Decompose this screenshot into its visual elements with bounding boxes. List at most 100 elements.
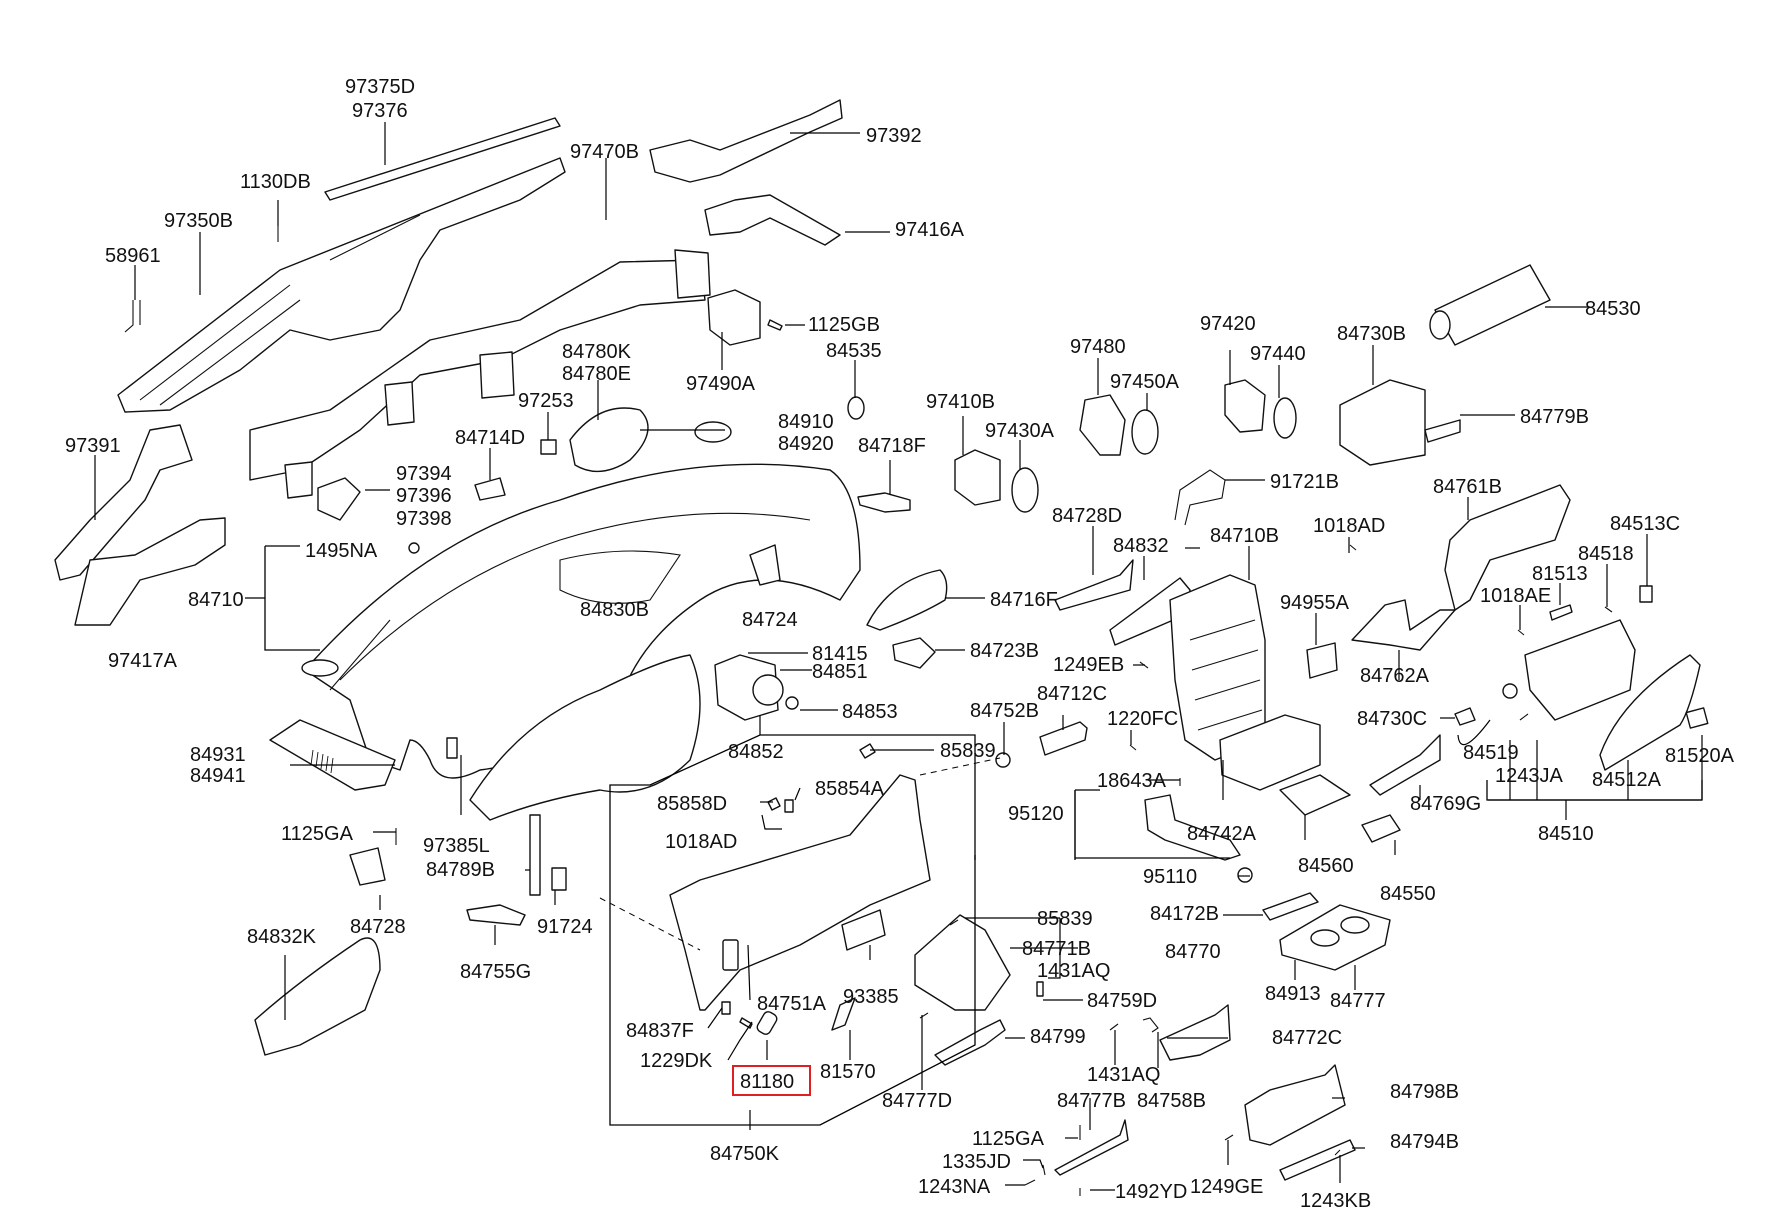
label-1335JD[interactable]: 1335JD <box>942 1151 1011 1173</box>
label-97398[interactable]: 97398 <box>396 508 452 530</box>
label-84832K[interactable]: 84832K <box>247 926 317 948</box>
label-1249EB[interactable]: 1249EB <box>1053 654 1124 676</box>
label-1243NA[interactable]: 1243NA <box>918 1176 991 1198</box>
label-97450A[interactable]: 97450A <box>1110 371 1180 393</box>
label-84799[interactable]: 84799 <box>1030 1026 1086 1048</box>
label-1018AE[interactable]: 1018AE <box>1480 585 1551 607</box>
label-97253[interactable]: 97253 <box>518 390 574 412</box>
label-84512A[interactable]: 84512A <box>1592 769 1662 791</box>
label-97376[interactable]: 97376 <box>352 100 408 122</box>
label-81520A[interactable]: 81520A <box>1665 745 1735 767</box>
label-91724[interactable]: 91724 <box>537 916 593 938</box>
label-95120[interactable]: 95120 <box>1008 803 1064 825</box>
label-84712C[interactable]: 84712C <box>1037 683 1107 705</box>
label-84780E[interactable]: 84780E <box>562 363 631 385</box>
label-84798B[interactable]: 84798B <box>1390 1081 1459 1103</box>
label-84913[interactable]: 84913 <box>1265 983 1321 1005</box>
label-84752B[interactable]: 84752B <box>970 700 1039 722</box>
label-84772C[interactable]: 84772C <box>1272 1027 1342 1049</box>
label-93385[interactable]: 93385 <box>843 986 899 1008</box>
label-1125GA-lower[interactable]: 1125GA <box>972 1128 1045 1150</box>
label-84769G[interactable]: 84769G <box>1410 793 1481 815</box>
label-1249GE[interactable]: 1249GE <box>1190 1176 1263 1198</box>
label-84910[interactable]: 84910 <box>778 411 834 433</box>
label-84742A[interactable]: 84742A <box>1187 823 1257 845</box>
label-18643A[interactable]: 18643A <box>1097 770 1167 792</box>
label-81513[interactable]: 81513 <box>1532 563 1588 585</box>
label-84759D[interactable]: 84759D <box>1087 990 1157 1012</box>
label-97391[interactable]: 97391 <box>65 435 121 457</box>
label-84777B[interactable]: 84777B <box>1057 1090 1126 1112</box>
label-1130DB[interactable]: 1130DB <box>240 171 311 193</box>
label-97470B[interactable]: 97470B <box>570 141 639 163</box>
label-84780K[interactable]: 84780K <box>562 341 632 363</box>
label-81570[interactable]: 81570 <box>820 1061 876 1083</box>
label-1431AQ-lower[interactable]: 1431AQ <box>1087 1064 1160 1086</box>
label-81415[interactable]: 81415 <box>812 643 868 665</box>
label-84718F[interactable]: 84718F <box>858 435 926 457</box>
label-84716F[interactable]: 84716F <box>990 589 1058 611</box>
label-84518[interactable]: 84518 <box>1578 543 1634 565</box>
label-94955A[interactable]: 94955A <box>1280 592 1350 614</box>
label-85854A[interactable]: 85854A <box>815 778 885 800</box>
label-84761B[interactable]: 84761B <box>1433 476 1502 498</box>
label-84513C[interactable]: 84513C <box>1610 513 1680 535</box>
label-84172B[interactable]: 84172B <box>1150 903 1219 925</box>
label-81180[interactable]: 81180 <box>740 1071 794 1093</box>
label-84755G[interactable]: 84755G <box>460 961 531 983</box>
label-1243JA[interactable]: 1243JA <box>1495 765 1563 787</box>
label-1018AD-top[interactable]: 1018AD <box>1313 515 1385 537</box>
label-84550[interactable]: 84550 <box>1380 883 1436 905</box>
label-84777[interactable]: 84777 <box>1330 990 1386 1012</box>
label-58961[interactable]: 58961 <box>105 245 161 267</box>
label-84771B[interactable]: 84771B <box>1022 938 1091 960</box>
label-84830B[interactable]: 84830B <box>580 599 649 621</box>
label-1229DK[interactable]: 1229DK <box>640 1050 713 1072</box>
label-85839-top[interactable]: 85839 <box>940 740 996 762</box>
label-84758B[interactable]: 84758B <box>1137 1090 1206 1112</box>
label-84751A[interactable]: 84751A <box>757 993 827 1015</box>
label-84794B[interactable]: 84794B <box>1390 1131 1459 1153</box>
label-84770[interactable]: 84770 <box>1165 941 1221 963</box>
label-97392[interactable]: 97392 <box>866 125 922 147</box>
label-97385L[interactable]: 97385L <box>423 835 490 857</box>
label-97350B[interactable]: 97350B <box>164 210 233 232</box>
label-84730B[interactable]: 84730B <box>1337 323 1406 345</box>
label-97420[interactable]: 97420 <box>1200 313 1256 335</box>
label-84724[interactable]: 84724 <box>742 609 798 631</box>
label-97440[interactable]: 97440 <box>1250 343 1306 365</box>
label-84530[interactable]: 84530 <box>1585 298 1641 320</box>
label-84852[interactable]: 84852 <box>728 741 784 763</box>
label-97375D[interactable]: 97375D <box>345 76 415 98</box>
label-84519[interactable]: 84519 <box>1463 742 1519 764</box>
label-85839-lower[interactable]: 85839 <box>1037 908 1093 930</box>
label-84853[interactable]: 84853 <box>842 701 898 723</box>
label-97417A[interactable]: 97417A <box>108 650 178 672</box>
label-84941[interactable]: 84941 <box>190 765 246 787</box>
label-84920[interactable]: 84920 <box>778 433 834 455</box>
label-84714D[interactable]: 84714D <box>455 427 525 449</box>
label-84762A[interactable]: 84762A <box>1360 665 1430 687</box>
label-97480[interactable]: 97480 <box>1070 336 1126 358</box>
label-1495NA[interactable]: 1495NA <box>305 540 378 562</box>
label-84832[interactable]: 84832 <box>1113 535 1169 557</box>
label-84789B[interactable]: 84789B <box>426 859 495 881</box>
label-97430A[interactable]: 97430A <box>985 420 1055 442</box>
label-1243KB[interactable]: 1243KB <box>1300 1190 1371 1211</box>
label-84710[interactable]: 84710 <box>188 589 244 611</box>
label-84510[interactable]: 84510 <box>1538 823 1594 845</box>
label-1018AD-lower[interactable]: 1018AD <box>665 831 737 853</box>
label-84931[interactable]: 84931 <box>190 744 246 766</box>
label-85858D[interactable]: 85858D <box>657 793 727 815</box>
label-95110[interactable]: 95110 <box>1143 866 1197 888</box>
label-97394[interactable]: 97394 <box>396 463 452 485</box>
label-91721B[interactable]: 91721B <box>1270 471 1339 493</box>
label-84730C[interactable]: 84730C <box>1357 708 1427 730</box>
label-84728[interactable]: 84728 <box>350 916 406 938</box>
label-84750K[interactable]: 84750K <box>710 1143 780 1165</box>
label-97410B[interactable]: 97410B <box>926 391 995 413</box>
label-84723B[interactable]: 84723B <box>970 640 1039 662</box>
label-84710B[interactable]: 84710B <box>1210 525 1279 547</box>
label-84851[interactable]: 84851 <box>812 661 868 683</box>
label-84779B[interactable]: 84779B <box>1520 406 1589 428</box>
